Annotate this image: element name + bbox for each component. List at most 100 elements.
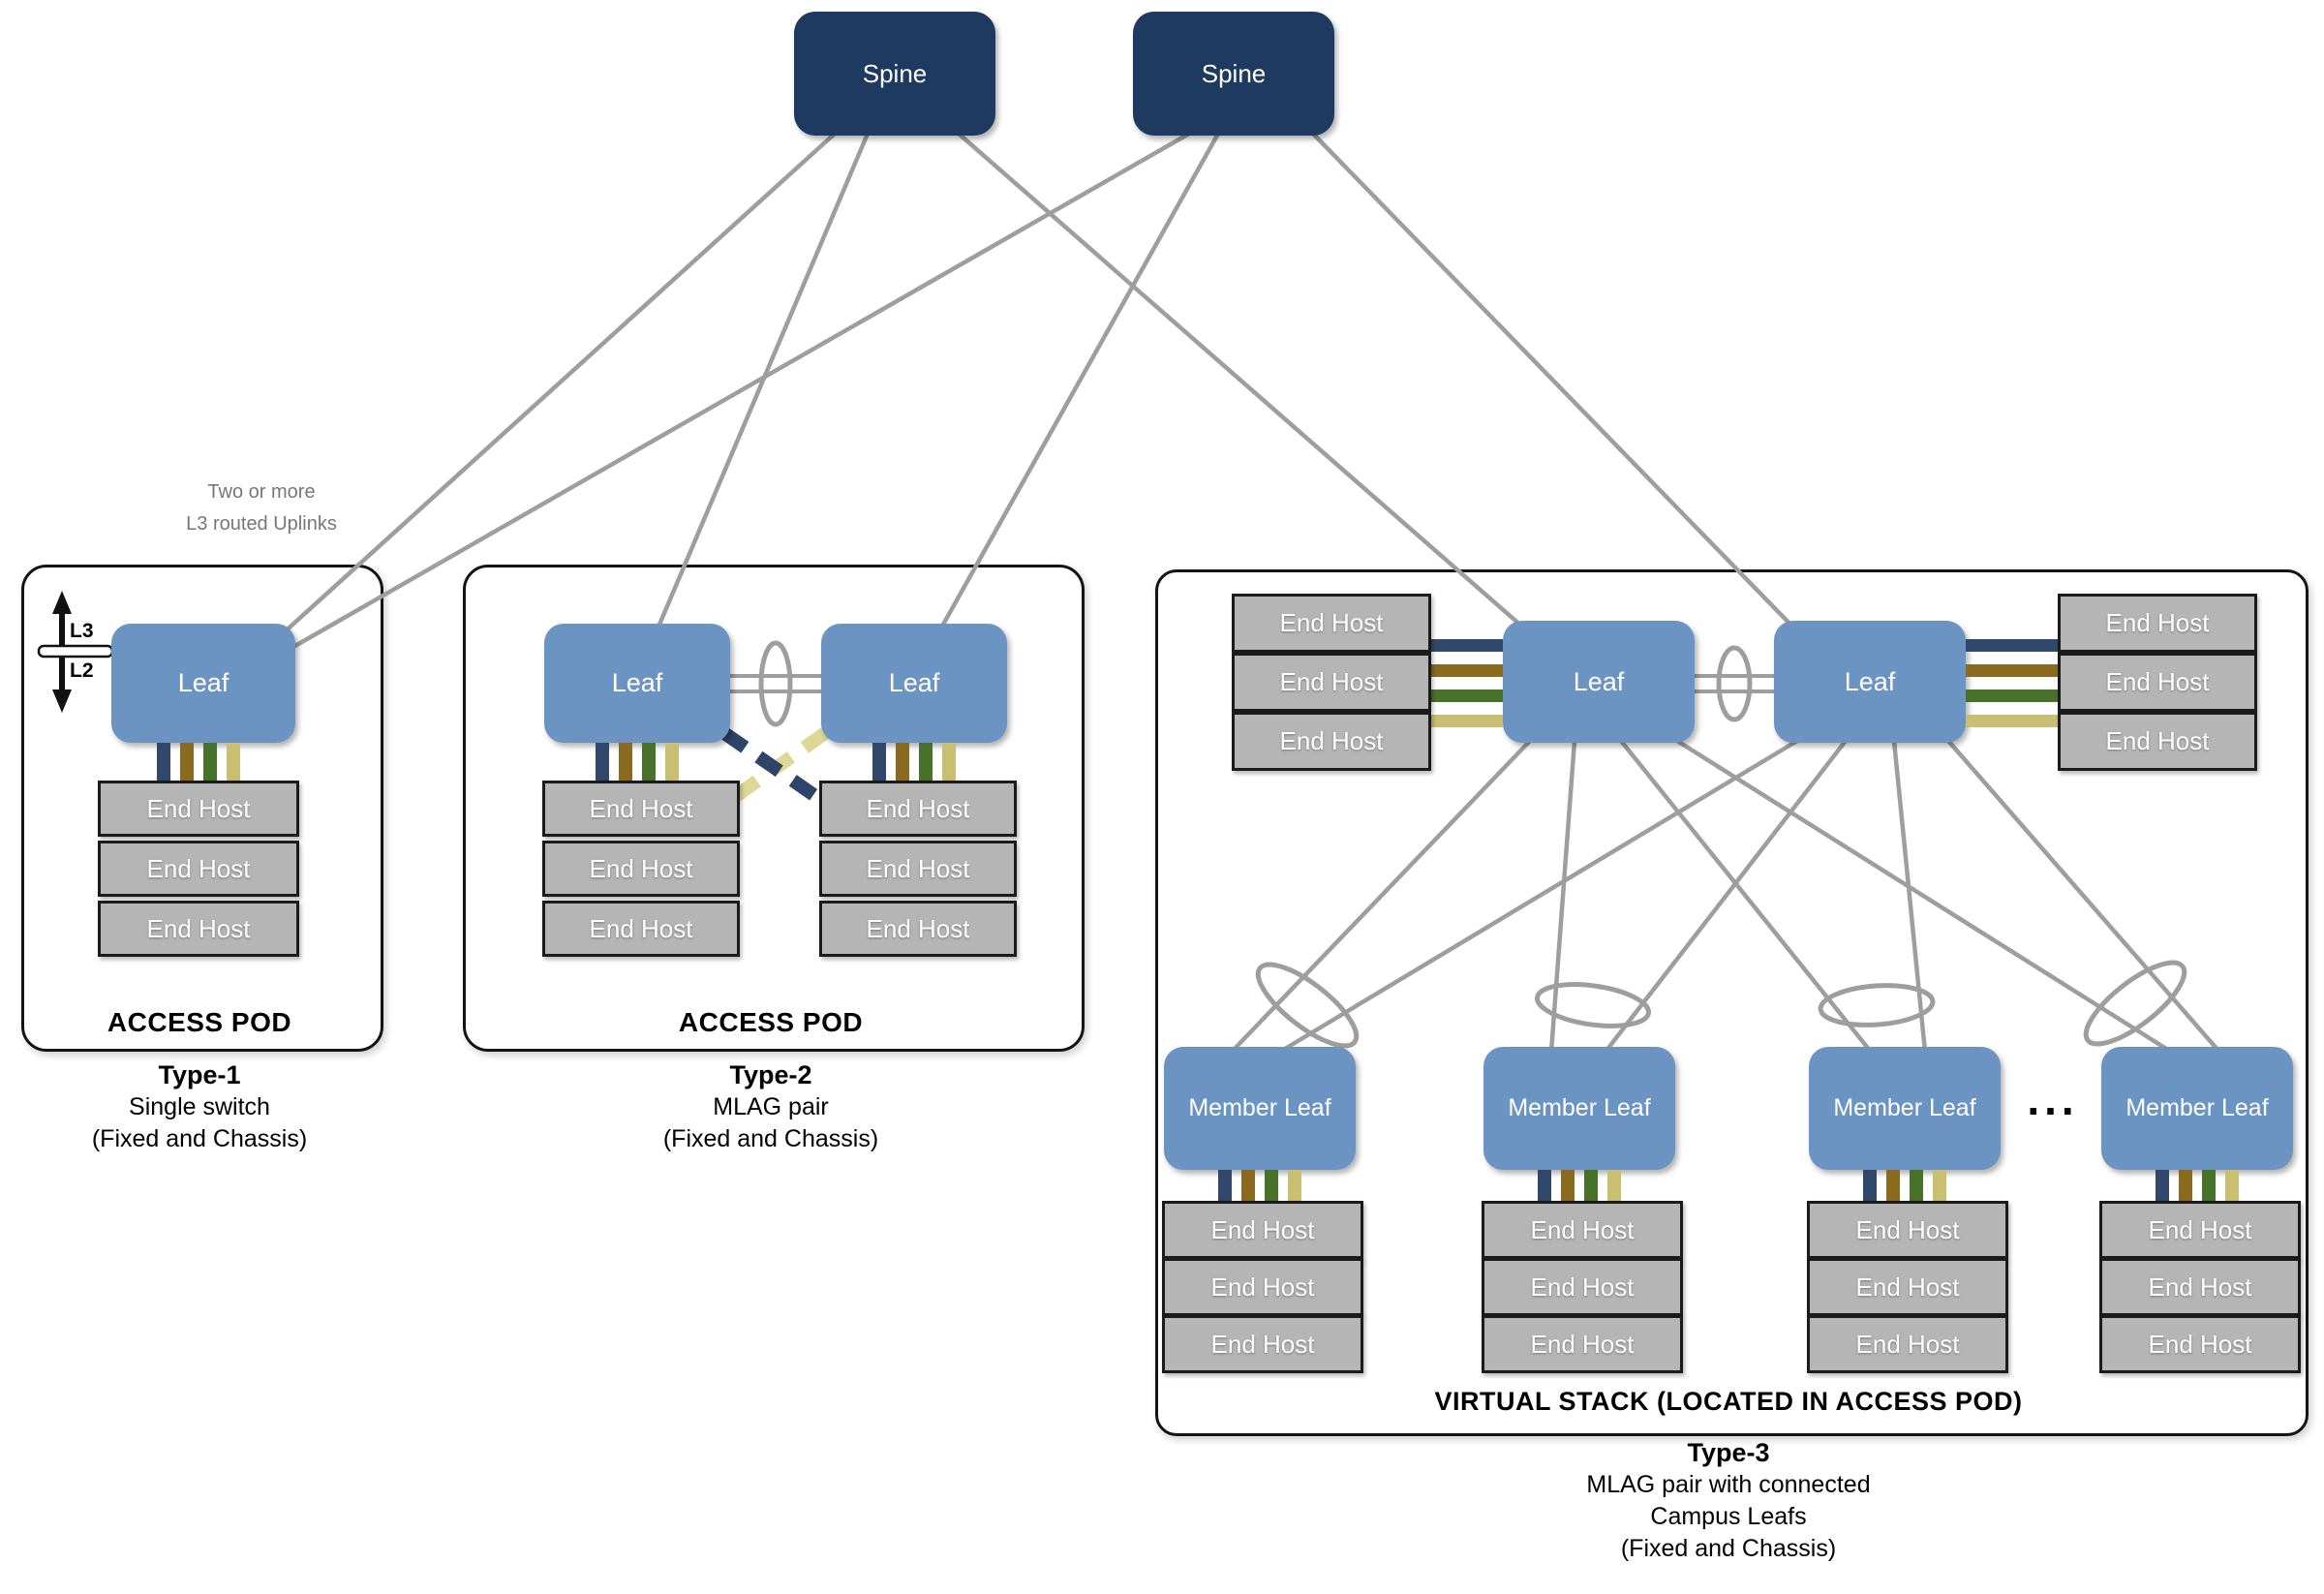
pod2-caption: Type-2 MLAG pair (Fixed and Chassis) [577,1059,964,1155]
link-band-green [642,743,656,781]
pod2-right-end-host-1: End Host [819,781,1017,837]
uplink-spine1-leaf2a [654,133,871,632]
end-host-label: End Host [146,913,251,943]
pod2-left-end-host-3: End Host [542,901,740,957]
member-leaf-4-label: Member Leaf [2125,1094,2269,1121]
lag-ellipses [758,640,2187,1049]
pod2-caption-title: Type-2 [729,1060,812,1089]
pod3-right-end-host-3: End Host [2058,712,2257,771]
link-leaf3a-ml2 [1548,740,1577,1053]
dashed-link-navy [720,727,819,802]
end-host-label: End Host [1855,1214,1960,1244]
end-host-label: End Host [1279,726,1384,755]
ml3-end-host-1: End Host [1807,1201,2008,1259]
link-leaf3a-ml3 [1619,739,1873,1054]
lag-ellipse-icon [1534,982,1652,1028]
end-host-label: End Host [1279,667,1384,696]
spine-2: Spine [1133,12,1334,136]
pod3-left-end-host-2: End Host [1232,653,1431,712]
lag-ellipse-icon [1255,962,1360,1049]
pod3-caption-line3: (Fixed and Chassis) [1620,1535,1837,1562]
pod3-caption-title: Type-3 [1687,1438,1770,1467]
ml2-end-host-1: End Host [1482,1201,1683,1259]
ml1-end-host-3: End Host [1162,1315,1363,1373]
end-host-label: End Host [866,793,970,823]
spine-1: Spine [794,12,995,136]
link-band-khaki [942,743,956,781]
pod1-title: ACCESS POD [107,1007,292,1037]
member-leaf-4: Member Leaf [2101,1047,2293,1170]
end-host-label: End Host [866,913,970,943]
pod3-title: VIRTUAL STACK (LOCATED IN ACCESS POD) [1434,1387,2023,1416]
pod3-left-end-host-3: End Host [1232,712,1431,771]
link-band-gold [1561,1170,1575,1201]
link-band-khaki [665,743,679,781]
uplink-spine2-leaf3b [1311,132,1801,635]
link-band-khaki [227,743,240,781]
link-band-gold [1886,1170,1900,1201]
end-host-label: End Host [1210,1272,1315,1302]
member-leaf-3-label: Member Leaf [1833,1094,1976,1121]
end-host-label: End Host [589,793,693,823]
ml1-end-host-2: End Host [1162,1258,1363,1316]
ml4-end-host-3: End Host [2099,1315,2301,1373]
pod3-leaf-left-label: Leaf [1573,666,1625,696]
l2-marker: L2 [70,659,94,682]
pod1-caption-line2: (Fixed and Chassis) [91,1125,308,1152]
member-leaf-uplink-lines [1230,739,2221,1054]
pod3-caption: Type-3 MLAG pair with connected Campus L… [1438,1437,2019,1565]
end-host-label: End Host [2105,667,2210,696]
ml2-end-host-2: End Host [1482,1258,1683,1316]
uplink-note-line1: Two or more [207,481,316,503]
link-band-navy [1863,1170,1877,1201]
end-host-label: End Host [589,913,693,943]
member-leaf-1: Member Leaf [1164,1047,1356,1170]
link-band-green [1265,1170,1278,1201]
lag-ellipse-icon [1716,645,1753,722]
pod1-end-host-1: End Host [98,781,299,837]
pod2-leaf-left-label: Leaf [611,668,663,697]
l2-l3-boundary-arrow-icon [37,591,114,713]
link-leaf3a-ml4 [1675,739,2173,1054]
link-band-navy [157,743,170,781]
end-host-label: End Host [1530,1214,1635,1244]
pod2-leaf-right-label: Leaf [888,668,940,697]
end-host-label: End Host [1855,1272,1960,1302]
pod1-end-host-2: End Host [98,841,299,897]
crossed-mlag-host-links [720,727,830,802]
pod3-left-end-host-1: End Host [1232,594,1431,653]
more-member-leafs-ellipsis: ... [2027,1074,2079,1124]
link-band-khaki [1966,715,2058,727]
link-band-khaki [1425,715,1503,727]
lag-ellipse-icon [2083,960,2187,1047]
member-leaf-2-label: Member Leaf [1508,1094,1651,1121]
link-leaf3b-ml3 [1891,740,1928,1053]
spine-uplink-lines [279,132,1801,649]
link-band-gold [1241,1170,1255,1201]
ml4-end-host-1: End Host [2099,1201,2301,1259]
link-leaf3b-ml4 [1946,739,2221,1054]
pod2-left-end-host-1: End Host [542,781,740,837]
pod2-right-end-host-2: End Host [819,841,1017,897]
link-band-khaki [2225,1170,2239,1201]
uplink-spine2-leaf2b [937,132,1220,633]
pod1-caption-line1: Single switch [129,1093,270,1120]
pod3-caption-line2: Campus Leafs [1650,1503,1807,1530]
link-band-green [1910,1170,1923,1201]
link-band-green [203,743,217,781]
ml3-end-host-2: End Host [1807,1258,2008,1316]
link-band-gold [619,743,632,781]
link-band-khaki [1933,1170,1946,1201]
pod2-right-end-host-3: End Host [819,901,1017,957]
lag-ellipse-icon [758,640,793,727]
end-host-label: End Host [866,853,970,883]
end-host-label: End Host [2148,1272,2252,1302]
link-band-navy [1538,1170,1551,1201]
link-band-navy [1218,1170,1232,1201]
pod3-right-end-host-1: End Host [2058,594,2257,653]
pod3-right-end-host-2: End Host [2058,653,2257,712]
link-band-gold [1966,664,2058,677]
pod1-caption: Type-1 Single switch (Fixed and Chassis) [6,1059,393,1155]
spine-2-label: Spine [1201,58,1267,88]
